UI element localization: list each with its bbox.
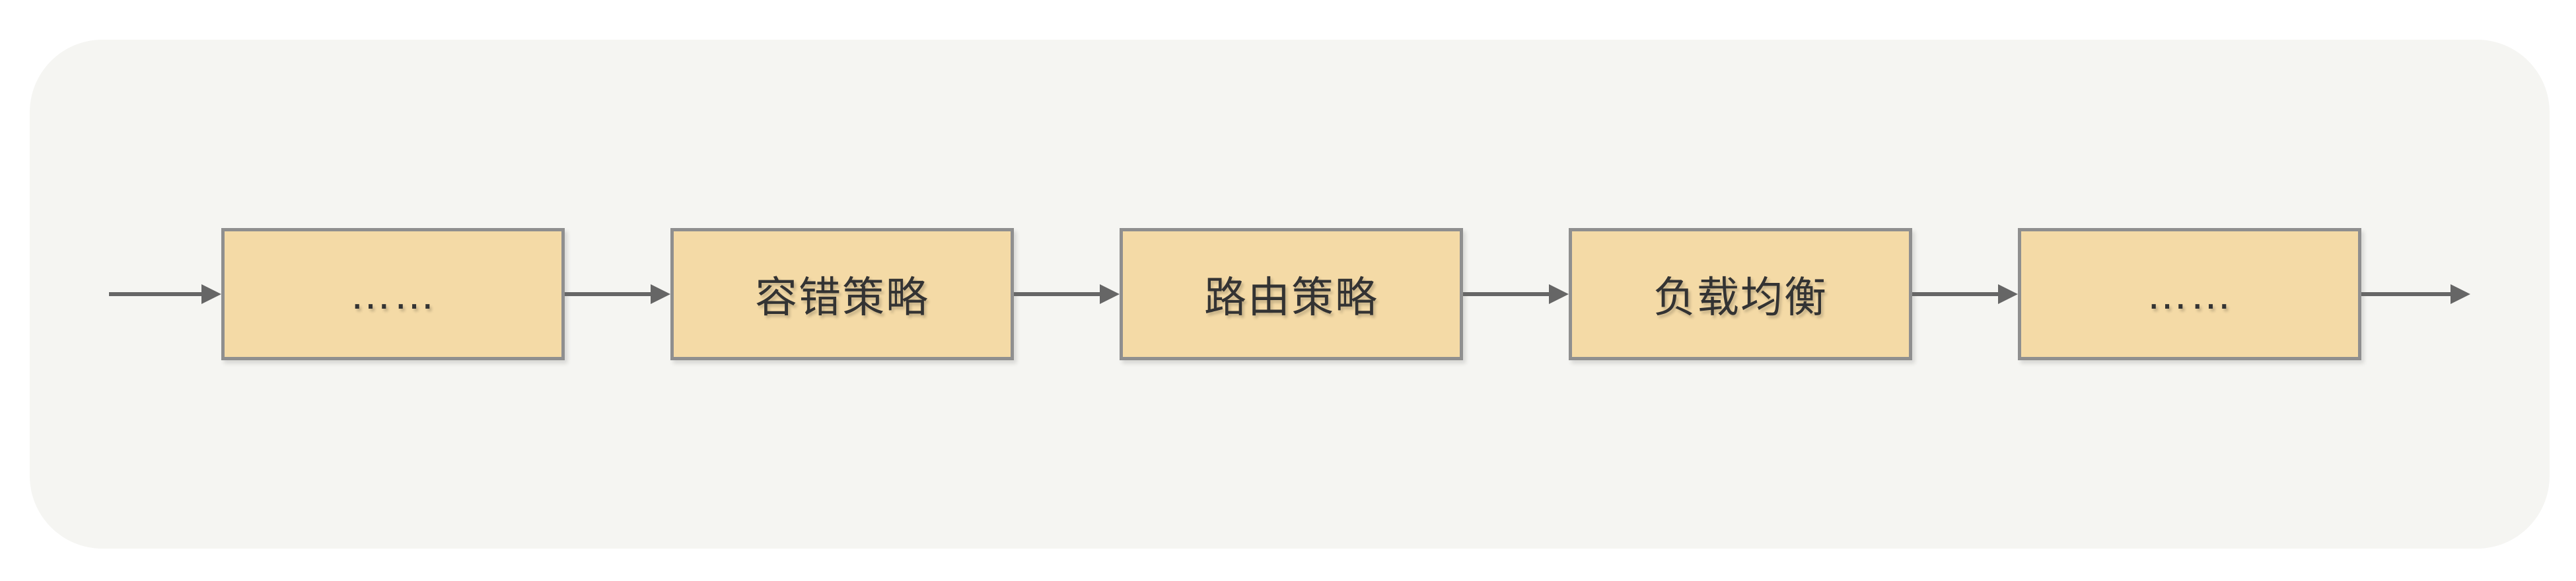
node-label: 容错策略 [755, 274, 929, 321]
arrow-line [565, 292, 651, 296]
flow-node-routing: 路由策略 [1120, 228, 1463, 360]
arrowhead-right-icon [201, 284, 221, 304]
node-label: …… [349, 270, 437, 318]
arrow-line [1912, 292, 1998, 296]
flow-node-ellipsis-start: …… [221, 228, 565, 360]
arrow-line [1014, 292, 1100, 296]
arrow-line [2361, 292, 2451, 296]
arrowhead-right-icon [651, 284, 670, 304]
arrow-connector-1 [565, 284, 670, 304]
flow-node-fault-tolerance: 容错策略 [670, 228, 1014, 360]
flow-row: …… 容错策略 路由策略 负载均衡 …… [109, 228, 2470, 360]
arrowhead-right-icon [1549, 284, 1569, 304]
node-label: 负载均衡 [1653, 274, 1828, 321]
flow-node-ellipsis-end: …… [2018, 228, 2361, 360]
arrow-out [2361, 284, 2470, 304]
arrow-connector-4 [1912, 284, 2018, 304]
node-label: 路由策略 [1204, 274, 1378, 321]
arrow-line [1463, 292, 1549, 296]
flow-node-load-balance: 负载均衡 [1569, 228, 1912, 360]
node-label: …… [2146, 270, 2233, 318]
diagram-canvas: …… 容错策略 路由策略 负载均衡 …… [30, 40, 2550, 549]
arrowhead-right-icon [1100, 284, 1120, 304]
arrowhead-right-icon [2451, 284, 2470, 304]
arrow-line [109, 292, 201, 296]
arrow-connector-2 [1014, 284, 1120, 304]
arrow-in [109, 284, 221, 304]
arrowhead-right-icon [1998, 284, 2018, 304]
arrow-connector-3 [1463, 284, 1569, 304]
